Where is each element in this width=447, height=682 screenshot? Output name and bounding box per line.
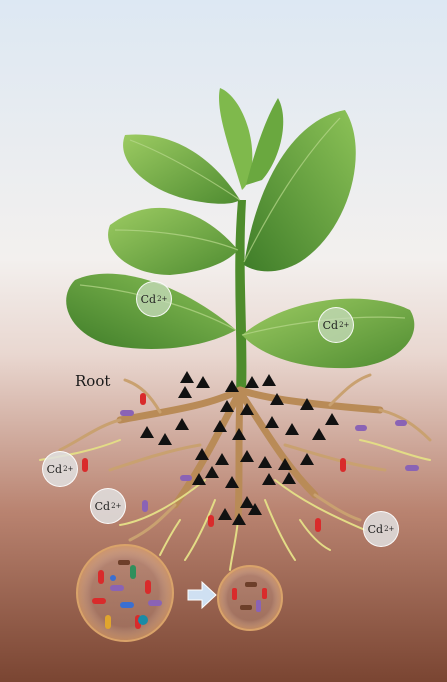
root-label: Root: [75, 372, 110, 390]
microbe-circle-after: [218, 566, 282, 630]
plant-stem: [235, 200, 246, 395]
microbe-circle-before: [77, 545, 173, 641]
